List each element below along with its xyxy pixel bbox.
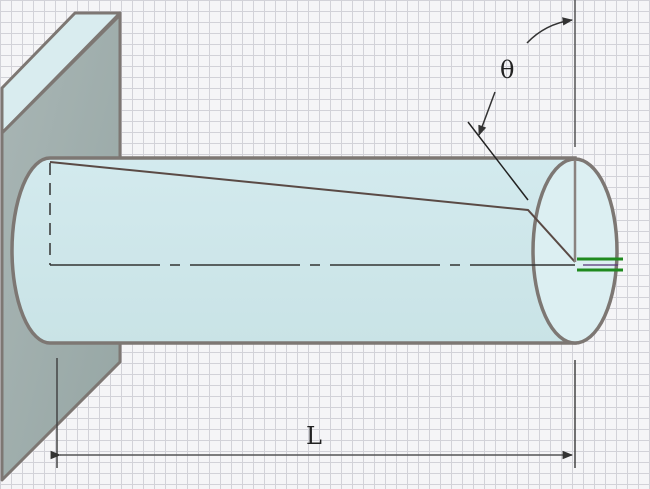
length-label: L: [306, 422, 322, 450]
angle-pointer-arrow: [478, 91, 496, 136]
cylinder-body: [10, 156, 577, 345]
angle-label: θ: [500, 56, 514, 84]
twisted-fiber-line: [49, 161, 576, 263]
angle-arc-arrow: [526, 17, 574, 44]
tangent-line: [467, 121, 529, 201]
